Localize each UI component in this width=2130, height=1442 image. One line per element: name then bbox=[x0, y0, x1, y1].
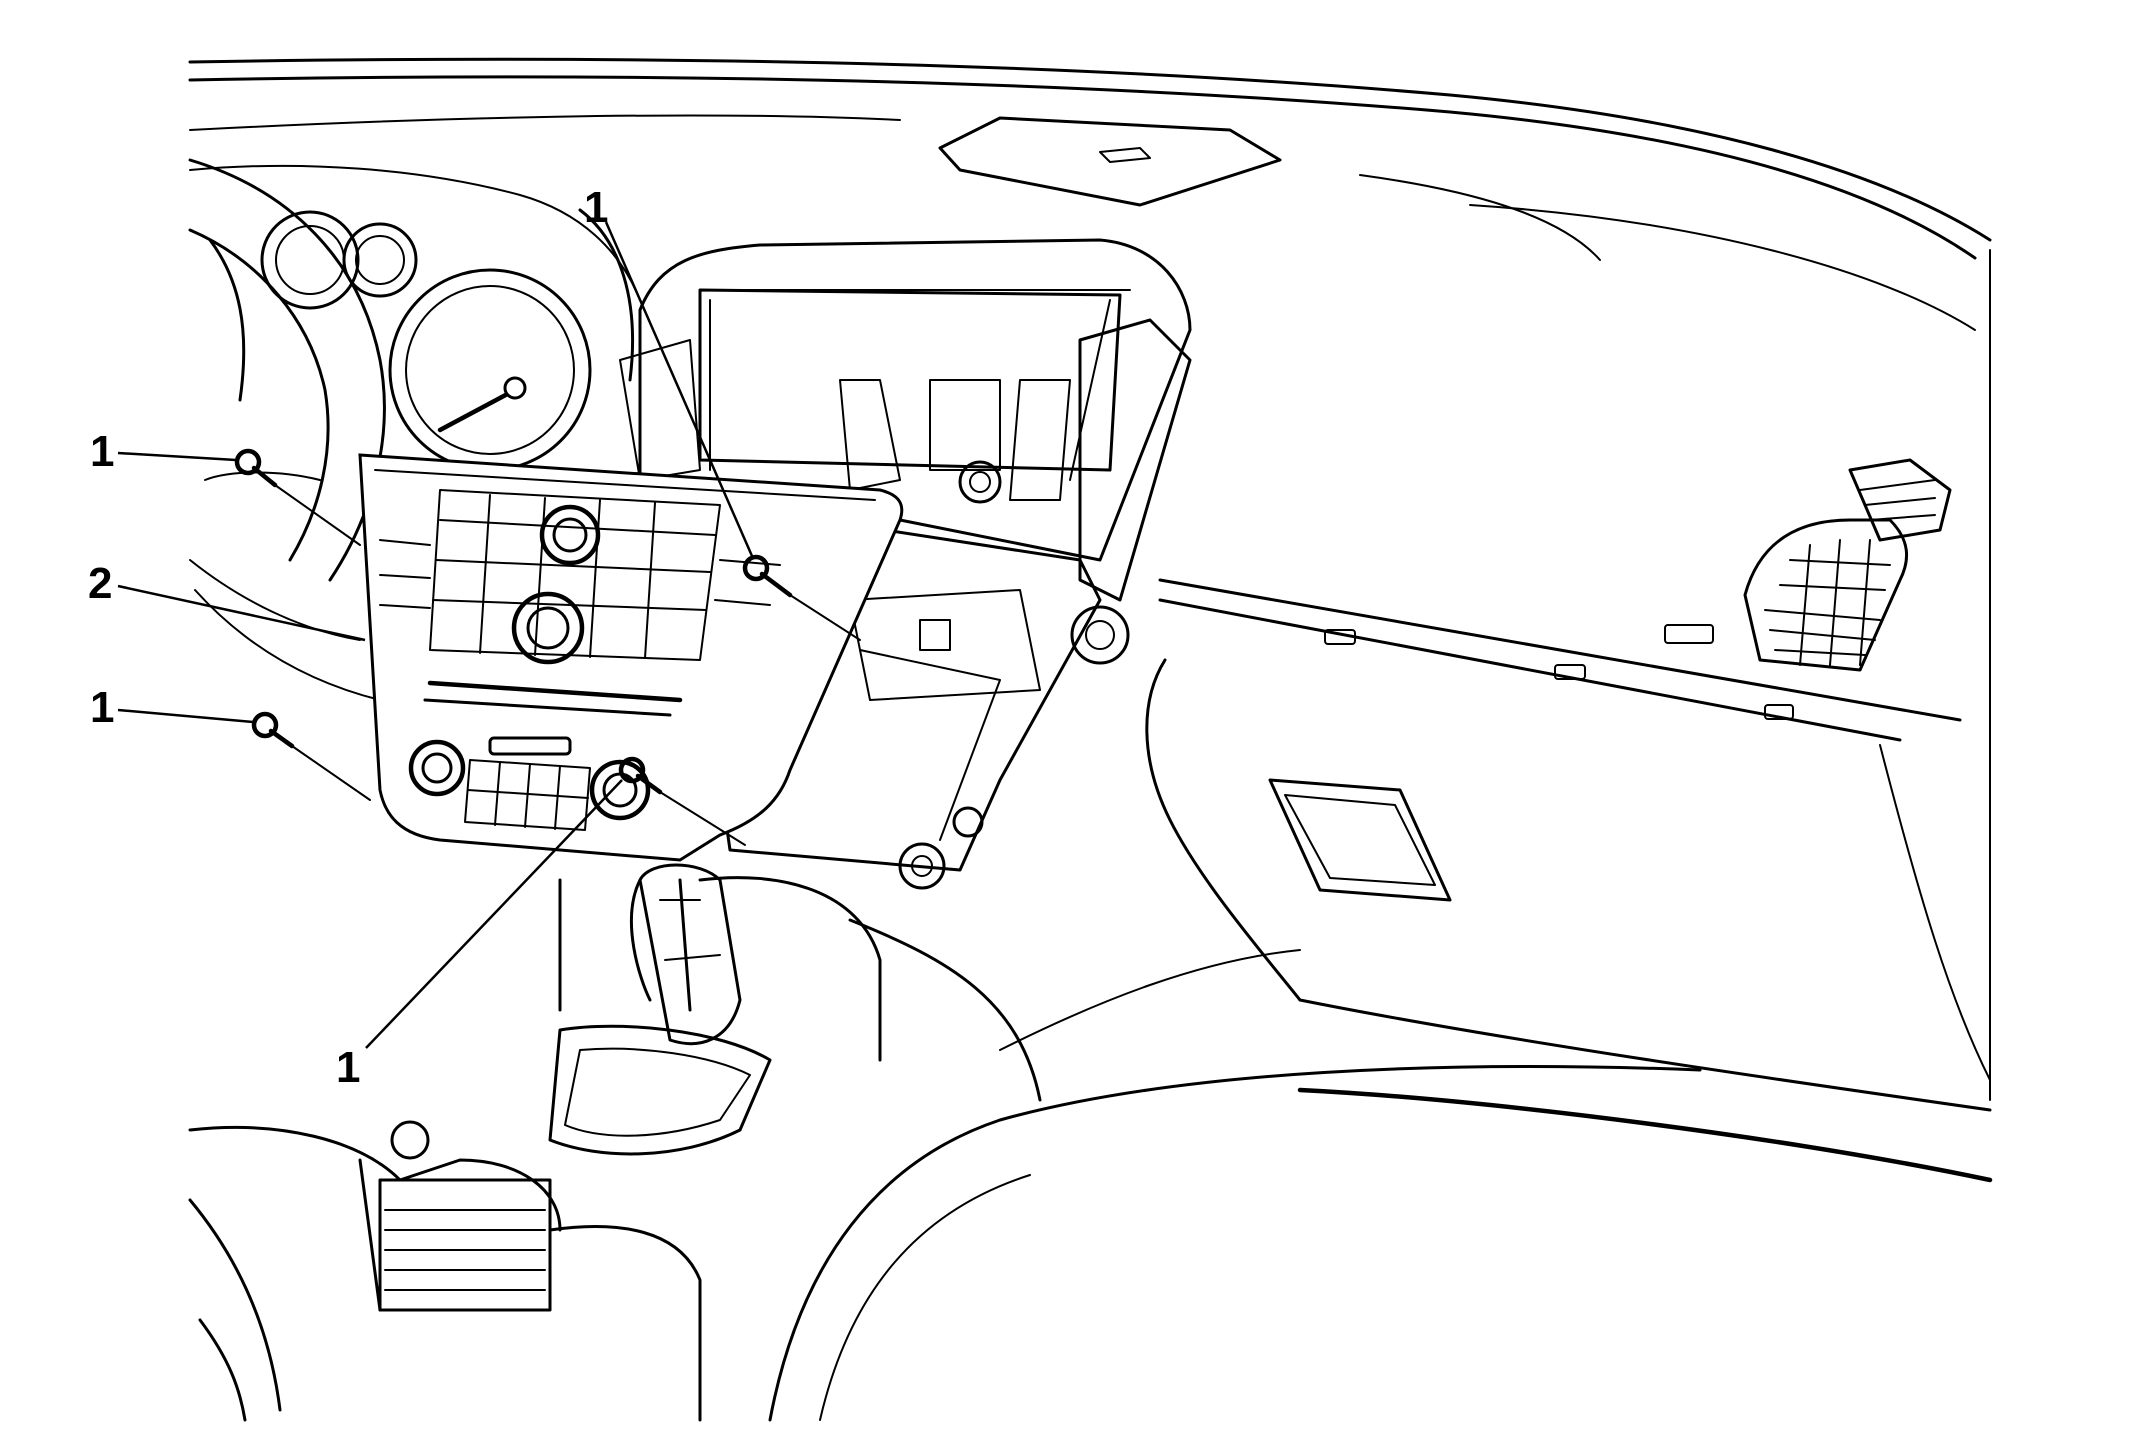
fastener-left-lower bbox=[251, 711, 295, 749]
callout-labels: 1 1 2 1 1 bbox=[88, 183, 608, 1092]
fastener-left-upper bbox=[234, 448, 278, 488]
dashboard-top-edge bbox=[188, 57, 1992, 331]
hvac-right-knob bbox=[589, 759, 651, 821]
radio-control-panel bbox=[358, 453, 904, 862]
instrument-cluster bbox=[208, 208, 634, 472]
callout-fastener-left-lower: 1 bbox=[90, 683, 114, 732]
center-stack-opening bbox=[619, 238, 1192, 890]
callout-fastener-left-upper: 1 bbox=[90, 427, 114, 476]
callout-fastener-bottom: 1 bbox=[336, 1043, 360, 1092]
center-console bbox=[188, 863, 1702, 1422]
hvac-left-knob bbox=[408, 739, 466, 797]
right-dashboard bbox=[1145, 249, 1993, 1183]
fastener-top bbox=[742, 554, 793, 598]
volume-knob bbox=[539, 504, 601, 566]
leader-lines bbox=[117, 221, 861, 1049]
fastener-bottom bbox=[618, 756, 663, 795]
upper-button-grid bbox=[379, 489, 781, 661]
hvac-button-grid bbox=[464, 736, 591, 831]
callout-panel: 2 bbox=[88, 559, 112, 608]
tune-knob bbox=[511, 591, 585, 665]
callout-fastener-top: 1 bbox=[584, 183, 608, 232]
